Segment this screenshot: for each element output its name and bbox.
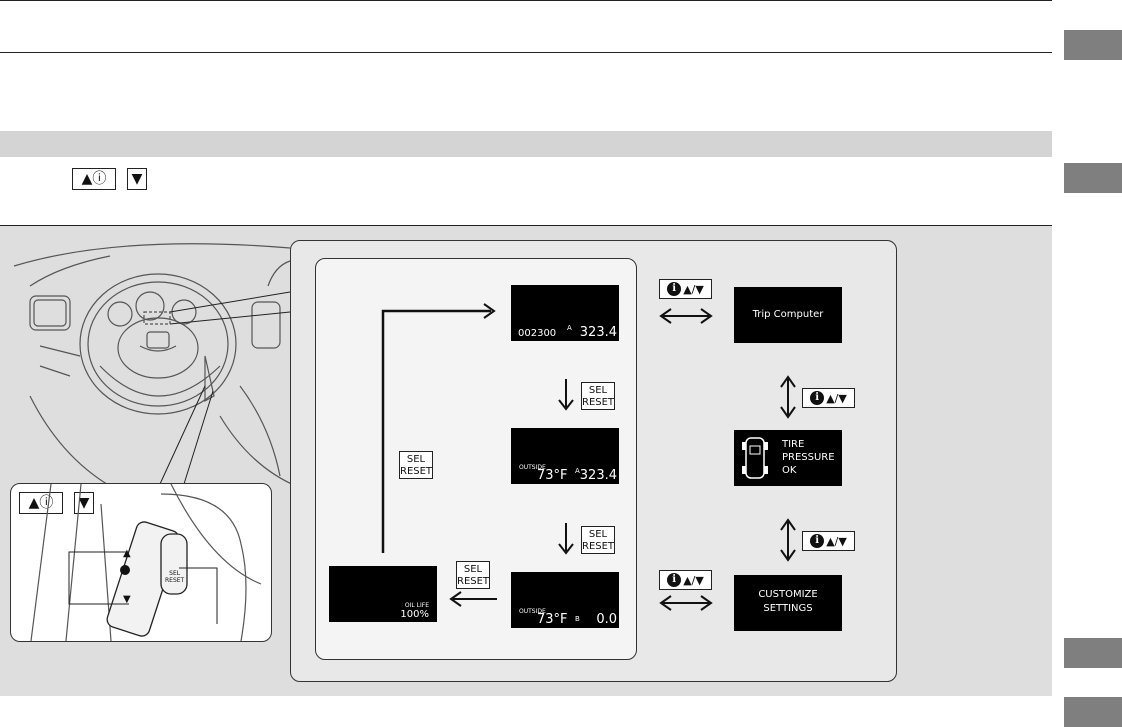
outside-temp: 73°F [537,612,568,627]
trip-marker: A [567,324,572,332]
info-arrow-button-4: i▲/▼ [659,570,712,590]
info-arrow-button-2: i▲/▼ [802,388,855,408]
oil-life-label: OIL LIFE [404,602,429,609]
oil-life-value: 100% [400,609,429,620]
top-rule [0,0,1052,1]
section-bar [0,131,1052,157]
outside-label: OUTSIDE [519,608,546,615]
switch-inset: ▲ⓘ ▼ ▲ ▼ SEL RESET [10,483,272,642]
info-arrow-button-1: i▲/▼ [659,279,712,299]
side-tab-3[interactable] [1064,638,1122,668]
trip-marker: B [575,615,580,623]
trip-value: 0.0 [596,612,617,627]
info-icon: i [810,534,825,548]
switch-drawing: ▲ ▼ [30,483,262,642]
figure-area: ▲ⓘ ▼ ▲ ▼ SEL RESET [0,225,1052,696]
side-tab-4[interactable] [1064,697,1122,727]
outside-temp: 73°F [537,468,568,483]
up-info-key: ▲ⓘ [72,168,116,190]
trip-marker: A [575,467,580,475]
customize-text: CUSTOMIZE SETTINGS [758,589,818,614]
side-tab-2[interactable] [1064,163,1122,193]
side-tab-1[interactable] [1064,30,1122,60]
header-rule [0,52,1052,53]
display-outside-temp-b: OUTSIDE 73°F B 0.0 [511,572,619,628]
display-oil-life: OIL LIFE 100% [329,566,437,622]
down-key: ▼ [127,168,147,190]
switch-sel-reset-label: SEL RESET [165,570,185,584]
odometer-value: 002300 [518,328,557,339]
dashboard-illustration [13,243,297,487]
trip-value: 323.4 [579,468,617,483]
display-trip-computer: Trip Computer [734,287,842,343]
info-icon: i [810,391,825,405]
svg-text:▼: ▼ [123,594,131,605]
svg-text:▲: ▲ [123,548,131,559]
trip-value: 323.4 [579,325,617,340]
info-icon: i [667,573,682,587]
trip-computer-label: Trip Computer [752,309,824,320]
display-outside-temp-a: OUTSIDE 73°F A 323.4 [511,428,619,484]
car-top-view-icon [742,437,768,479]
inset-up-info-key: ▲ⓘ [19,492,63,514]
info-arrow-button-3: i▲/▼ [802,531,855,551]
info-icon: i [667,282,682,296]
outside-label: OUTSIDE [519,464,546,471]
display-odometer: 002300 A 323.4 [511,285,619,341]
display-customize-settings: CUSTOMIZE SETTINGS [734,575,842,631]
loop-arrow [381,303,796,611]
display-tire-pressure: TIRE PRESSURE OK [734,430,842,486]
tire-text: TIRE PRESSURE OK [782,439,835,476]
